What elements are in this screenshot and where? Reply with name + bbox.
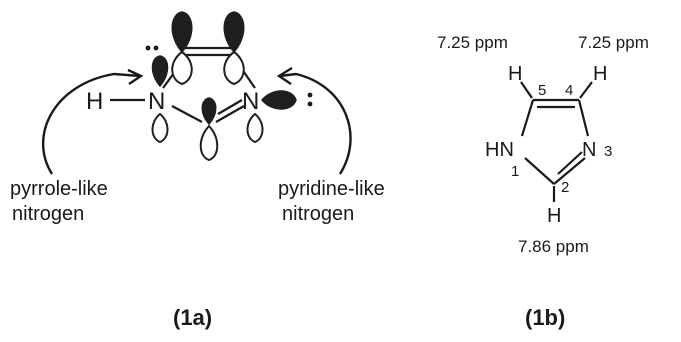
lone-pair-dot-n3-b (307, 101, 313, 107)
bond-n1-c2 (171, 105, 203, 123)
orbital-c4-upper (223, 11, 245, 54)
atom-h2-label: H (547, 205, 561, 227)
lone-pair-dot-n1-a (145, 45, 151, 51)
pyridine-label-line1: pyridine-like (278, 178, 385, 200)
bond-c2-n3-double (217, 99, 243, 115)
bond-c2-n3 (215, 105, 245, 123)
bond-c5-n1 (520, 99, 535, 137)
bond-c2-n3-double (557, 151, 583, 175)
arrowhead-pyridine (276, 66, 293, 85)
orbital-c2-lower (199, 124, 219, 162)
shift-h5-label: 7.25 ppm (437, 33, 508, 52)
atom-hn-label: HN (485, 139, 514, 161)
lone-pair-dot-n3-a (307, 92, 313, 98)
orbital-n1-upper (151, 55, 169, 88)
bond-c4-h4 (579, 81, 593, 99)
panel-1b: 7.25 ppm 7.25 ppm 7.86 ppm H H H HN N 1 … (437, 33, 649, 330)
position-5: 5 (538, 82, 546, 99)
position-1: 1 (511, 163, 519, 180)
orbital-c5-upper (171, 11, 193, 54)
position-2: 2 (561, 179, 569, 196)
bond-c2-n3 (553, 157, 586, 185)
panel-1a: H N N pyrrole-like nitrogen pyridine-lik… (10, 11, 385, 330)
lone-pair-dot-n1-b (153, 45, 159, 51)
shift-h2-label: 7.86 ppm (518, 237, 589, 256)
position-4: 4 (565, 82, 573, 99)
atom-n3-label: N (242, 88, 259, 115)
bond-c4-n3 (577, 99, 590, 137)
arrow-pyridine (279, 72, 352, 175)
atom-n1-label: N (148, 88, 165, 115)
atom-h4-label: H (593, 63, 607, 85)
atom-h-label: H (86, 88, 103, 115)
atom-n3-ring-label: N (582, 139, 596, 161)
orbital-n3-lone-pair (261, 90, 297, 110)
orbital-n3-lower (246, 112, 264, 144)
pyridine-label-line2: nitrogen (282, 203, 354, 225)
shift-h4-label: 7.25 ppm (578, 33, 649, 52)
arrowhead-pyrrole (127, 68, 144, 85)
pyrrole-label-line1: pyrrole-like (10, 178, 108, 200)
bond-c5-h5 (520, 81, 533, 99)
caption-1b: (1b) (525, 305, 565, 330)
atom-h5-label: H (508, 63, 522, 85)
orbital-c4-lower (223, 50, 245, 86)
orbital-c2-upper (201, 97, 217, 126)
position-3: 3 (604, 143, 612, 160)
pyrrole-label-line2: nitrogen (12, 203, 84, 225)
orbital-n1-lower (151, 112, 169, 144)
bond-n1-c2 (524, 157, 555, 185)
orbital-c5-lower (171, 50, 193, 86)
arrow-pyrrole (41, 72, 141, 175)
caption-1a: (1a) (173, 305, 212, 330)
